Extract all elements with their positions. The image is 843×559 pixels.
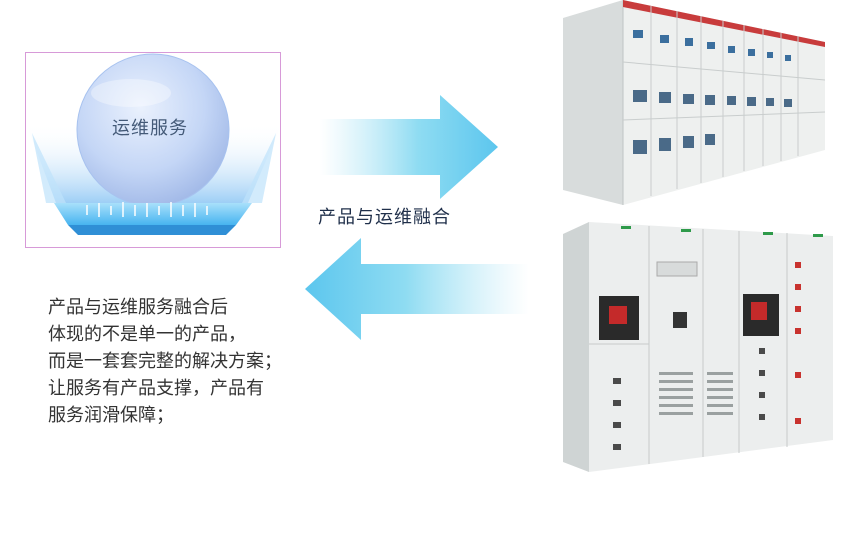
description: 产品与运维服务融合后 体现的不是单一的产品， 而是一套套完整的解决方案； 让服务… (48, 294, 282, 429)
service-illustration: 运维服务 (25, 52, 281, 248)
service-label: 运维服务 (112, 118, 188, 139)
switchgear-cabinet-image (563, 0, 826, 205)
service-graphic (26, 53, 280, 235)
fusion-caption: 产品与运维融合 (318, 207, 451, 228)
description-line: 而是一套套完整的解决方案； (48, 351, 282, 372)
switchboard-cabinet-image (563, 222, 833, 472)
description-line: 产品与运维服务融合后 (48, 297, 228, 318)
arrow-left-icon (305, 238, 529, 340)
description-line: 体现的不是单一的产品， (48, 324, 246, 345)
description-line: 让服务有产品支撑，产品有 (48, 378, 264, 399)
description-line: 服务润滑保障； (48, 405, 174, 426)
arrow-right-icon (320, 95, 498, 199)
